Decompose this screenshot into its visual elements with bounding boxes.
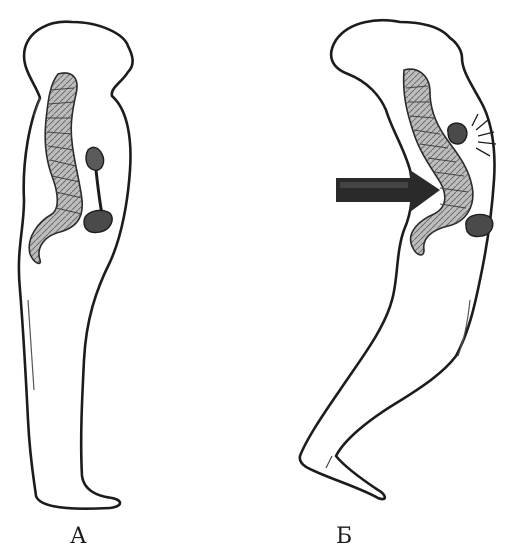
figure-a-organ-top — [86, 147, 104, 170]
figure-b-arrow — [336, 170, 440, 212]
figure-b-body-outline — [300, 20, 495, 499]
figure-a-organ-bottom — [84, 210, 112, 232]
figure-b-organ-bottom — [466, 214, 493, 236]
figure-a — [19, 22, 133, 509]
figure-b-label: Б — [336, 526, 352, 548]
figure-b — [300, 20, 496, 499]
figure-b-spine — [404, 69, 473, 255]
figure-b-organ-top — [448, 123, 467, 144]
figure-a-label: А — [70, 526, 87, 548]
